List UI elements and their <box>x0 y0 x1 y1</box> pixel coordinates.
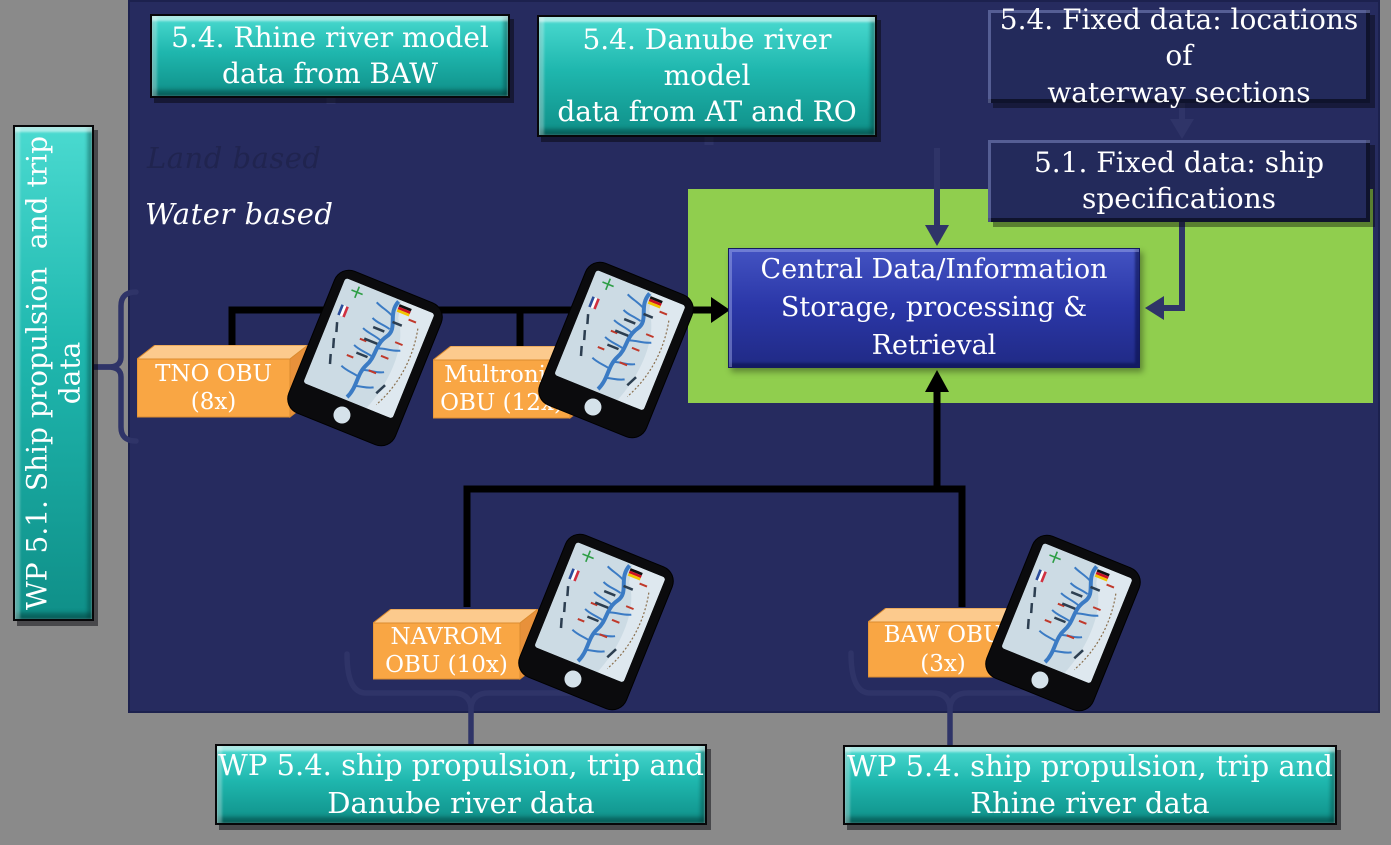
cube-front-face <box>136 358 291 418</box>
box-danube-model-data: 5.4. Danube river model data from AT and… <box>537 15 877 137</box>
box-wp54-rhine-data: WP 5.4. ship propulsion, trip and Rhine … <box>843 745 1337 825</box>
navrom-obu-label: NAVROM OBU (10x) <box>373 623 520 679</box>
wp54-danube-line1: WP 5.4. ship propulsion, trip and <box>218 748 704 783</box>
baw-obu-label: BAW OBU (3x) <box>868 622 1018 677</box>
baw-obu-count: (3x) <box>920 650 966 677</box>
tno-obu-label: TNO OBU (8x) <box>137 359 290 417</box>
land-based-label: Land based <box>147 141 322 175</box>
box-wp51-ship-propulsion: WP 5.1. Ship propulsion and trip data <box>13 125 94 621</box>
box-rhine-model-line1: 5.4. Rhine river model <box>171 21 489 55</box>
cube-navrom-obu: NAVROM OBU (10x) <box>371 607 540 681</box>
wp51-line1: WP 5.1. Ship propulsion and trip <box>20 136 54 611</box>
water-based-label: Water based <box>145 197 334 231</box>
box-danube-model-line2: data from AT and RO <box>557 94 857 128</box>
box-waterway-line2: waterway sections <box>1047 75 1311 109</box>
central-line3: Retrieval <box>871 329 997 361</box>
box-wp54-danube-data: WP 5.4. ship propulsion, trip and Danube… <box>215 744 707 825</box>
navrom-obu-name: NAVROM <box>390 623 503 650</box>
wp51-rotated-text: WP 5.1. Ship propulsion and trip data <box>13 125 94 621</box>
cube-front-face <box>372 622 521 680</box>
tablet-home-button-icon <box>561 667 585 691</box>
wp54-rhine-line1: WP 5.4. ship propulsion, trip and <box>847 748 1333 783</box>
cube-top-face <box>371 608 540 624</box>
wp54-rhine-line2: Rhine river data <box>970 786 1210 820</box>
tablet-home-button-icon <box>330 403 354 427</box>
box-central-data-storage: Central Data/Information Storage, proces… <box>728 248 1140 368</box>
box-fixed-data-shipspec: 5.1. Fixed data: ship specifications <box>988 140 1370 222</box>
box-rhine-model-data: 5.4. Rhine river model data from BAW <box>150 14 510 98</box>
baw-obu-name: BAW OBU <box>883 622 1003 649</box>
box-rhine-model-line2: data from BAW <box>222 57 438 90</box>
box-danube-model-line1: 5.4. Danube river model <box>582 23 832 93</box>
navrom-obu-count: OBU (10x) <box>385 652 508 678</box>
box-waterway-line1: 5.4. Fixed data: locations of <box>999 2 1359 73</box>
box-shipspec-line1: 5.1. Fixed data: ship <box>1033 145 1325 179</box>
tablet-home-button-icon <box>1028 668 1052 692</box>
cube-top-face <box>135 344 310 360</box>
tno-obu-name: TNO OBU <box>155 360 272 387</box>
box-shipspec-line2: specifications <box>1081 182 1277 215</box>
wp54-danube-line2: Danube river data <box>327 785 595 820</box>
tno-obu-count: (8x) <box>190 389 237 415</box>
central-line1: Central Data/Information <box>760 254 1108 286</box>
central-line2: Storage, processing & <box>780 292 1088 324</box>
box-fixed-data-waterway: 5.4. Fixed data: locations of waterway s… <box>988 3 1370 109</box>
tablet-home-button-icon <box>581 395 605 419</box>
cube-tno-obu: TNO OBU (8x) <box>135 343 310 419</box>
wp51-line2: data <box>52 341 86 405</box>
